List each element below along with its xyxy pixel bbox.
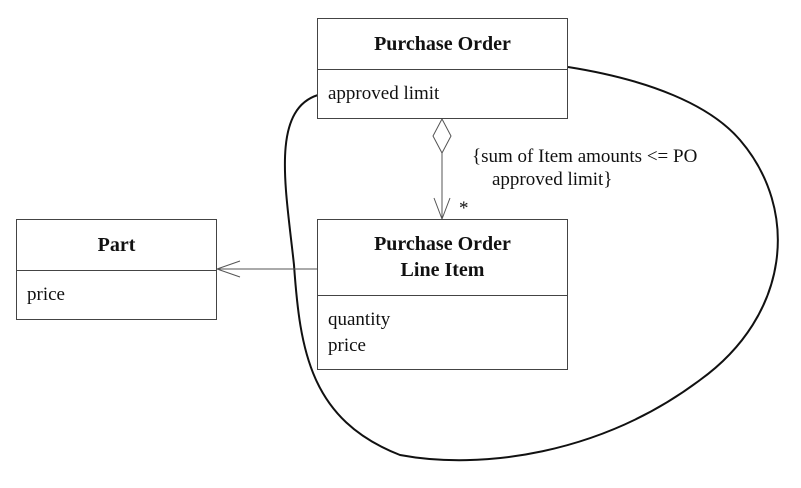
multiplicity-label: * <box>459 198 469 219</box>
part-class: Part price <box>16 219 217 320</box>
line-item-class-name-line-1: Purchase Order <box>374 233 511 255</box>
line-item-attributes: quantity price <box>318 296 567 359</box>
constraint-line-2: approved limit} <box>492 169 613 190</box>
attribute-part-price: price <box>27 284 65 305</box>
attribute-quantity: quantity <box>328 309 391 330</box>
line-item-class-name-line-2: Line Item <box>400 259 485 281</box>
purchase-order-class: Purchase Order approved limit <box>317 18 568 119</box>
constraint-boundary-curve <box>283 66 779 462</box>
constraint-text: {sum of Item amounts <= PO approved limi… <box>472 145 697 191</box>
part-attributes: price <box>17 271 216 308</box>
part-class-name: Part <box>17 220 216 271</box>
constraint-line-1: {sum of Item amounts <= PO <box>472 146 698 167</box>
attribute-approved-limit: approved limit <box>328 83 440 104</box>
line-item-class: Purchase Order Line Item quantity price <box>317 219 568 370</box>
purchase-order-attributes: approved limit <box>318 70 567 107</box>
line-item-class-name: Purchase Order Line Item <box>318 220 567 296</box>
association-arrowhead <box>215 260 241 278</box>
attribute-price: price <box>328 335 366 356</box>
aggregation-diamond <box>432 117 452 155</box>
purchase-order-class-name: Purchase Order <box>318 19 567 70</box>
